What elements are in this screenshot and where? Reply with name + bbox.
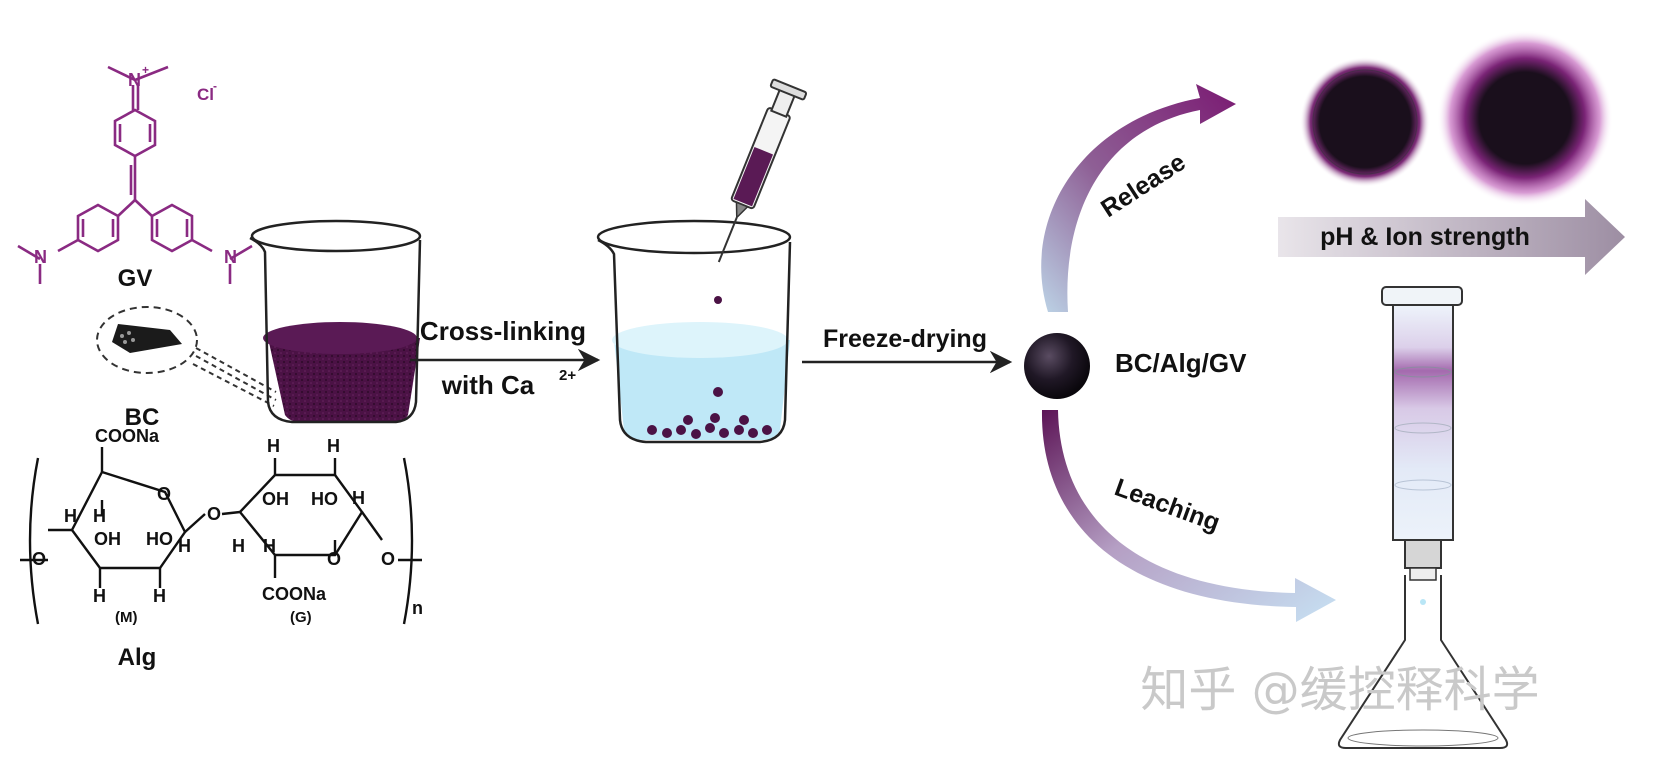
release-arrow: [1041, 84, 1236, 312]
leaching-column: [1381, 286, 1463, 605]
alg-label: Alg: [118, 644, 157, 671]
alg-ring-o-m: O: [157, 484, 171, 504]
gv-counter-ion: Cl: [197, 85, 214, 104]
product-bead: [1024, 333, 1090, 399]
alg-ring-o-g: O: [327, 549, 341, 569]
alg-unit-g: (G): [290, 609, 312, 626]
alg-oh-g: OH: [262, 489, 289, 509]
collection-flask: [1337, 575, 1509, 749]
crosslink-label-line1: Cross-linking: [420, 316, 586, 346]
alg-h-8: H: [352, 488, 365, 508]
alg-end-o-left: O: [32, 549, 46, 569]
alg-bridge-o: O: [207, 504, 221, 524]
alg-coo-top: COONa: [95, 426, 160, 446]
alg-h-6: H: [267, 436, 280, 456]
ph-ion-strength-arrow: [1278, 199, 1625, 275]
alg-h-7: H: [327, 436, 340, 456]
alg-h-4: H: [93, 586, 106, 606]
bead-release-high: [1437, 30, 1613, 206]
alg-unit-m: (M): [115, 609, 138, 626]
bead-release-low: [1300, 57, 1430, 187]
watermark: 知乎 @缓控释科学: [1140, 662, 1539, 718]
bc-pointer-lines: [192, 347, 277, 407]
crosslink-ca-charge: 2+: [559, 367, 576, 384]
alg-h-3: H: [178, 536, 191, 556]
alg-oh-m: OH: [94, 529, 121, 549]
alg-h-10: H: [263, 536, 276, 556]
product-label: BC/Alg/GV: [1115, 348, 1247, 378]
leaching-label: Leaching: [1111, 473, 1224, 537]
crosslink-label-line2: with Ca: [441, 370, 535, 400]
gv-left-nitrogen: N: [34, 247, 47, 267]
gv-right-nitrogen: N: [224, 247, 237, 267]
alg-ho-m: HO: [146, 529, 173, 549]
gv-counter-ion-charge: -: [213, 79, 217, 93]
alg-repeat-n: n: [412, 598, 423, 618]
alg-h-9: H: [232, 536, 245, 556]
alg-h-5: H: [153, 586, 166, 606]
leaching-arrow: [1041, 410, 1336, 622]
alg-structure: [20, 447, 422, 625]
alg-coo-bottom: COONa: [262, 584, 327, 604]
beaker-ca-solution: [596, 219, 792, 444]
bc-label: BC: [125, 404, 160, 431]
settled-beads: [647, 413, 772, 439]
syringe-icon: [717, 78, 808, 263]
alg-ho-g: HO: [311, 489, 338, 509]
alg-h-2: H: [93, 506, 106, 526]
alg-h-1: H: [64, 506, 77, 526]
falling-droplets: [713, 296, 723, 397]
gv-cation-charge: +: [142, 63, 149, 77]
bc-fiber-icon: [96, 306, 198, 374]
gv-top-nitrogen: N: [128, 70, 141, 90]
beaker-gv-bc-alg: [249, 219, 422, 424]
gv-molecule: [17, 65, 253, 284]
ph-ion-strength-label: pH & Ion strength: [1320, 223, 1530, 251]
gv-label: GV: [118, 265, 153, 292]
freeze-drying-label: Freeze-drying: [823, 325, 987, 353]
alg-end-o-right: O: [381, 549, 395, 569]
